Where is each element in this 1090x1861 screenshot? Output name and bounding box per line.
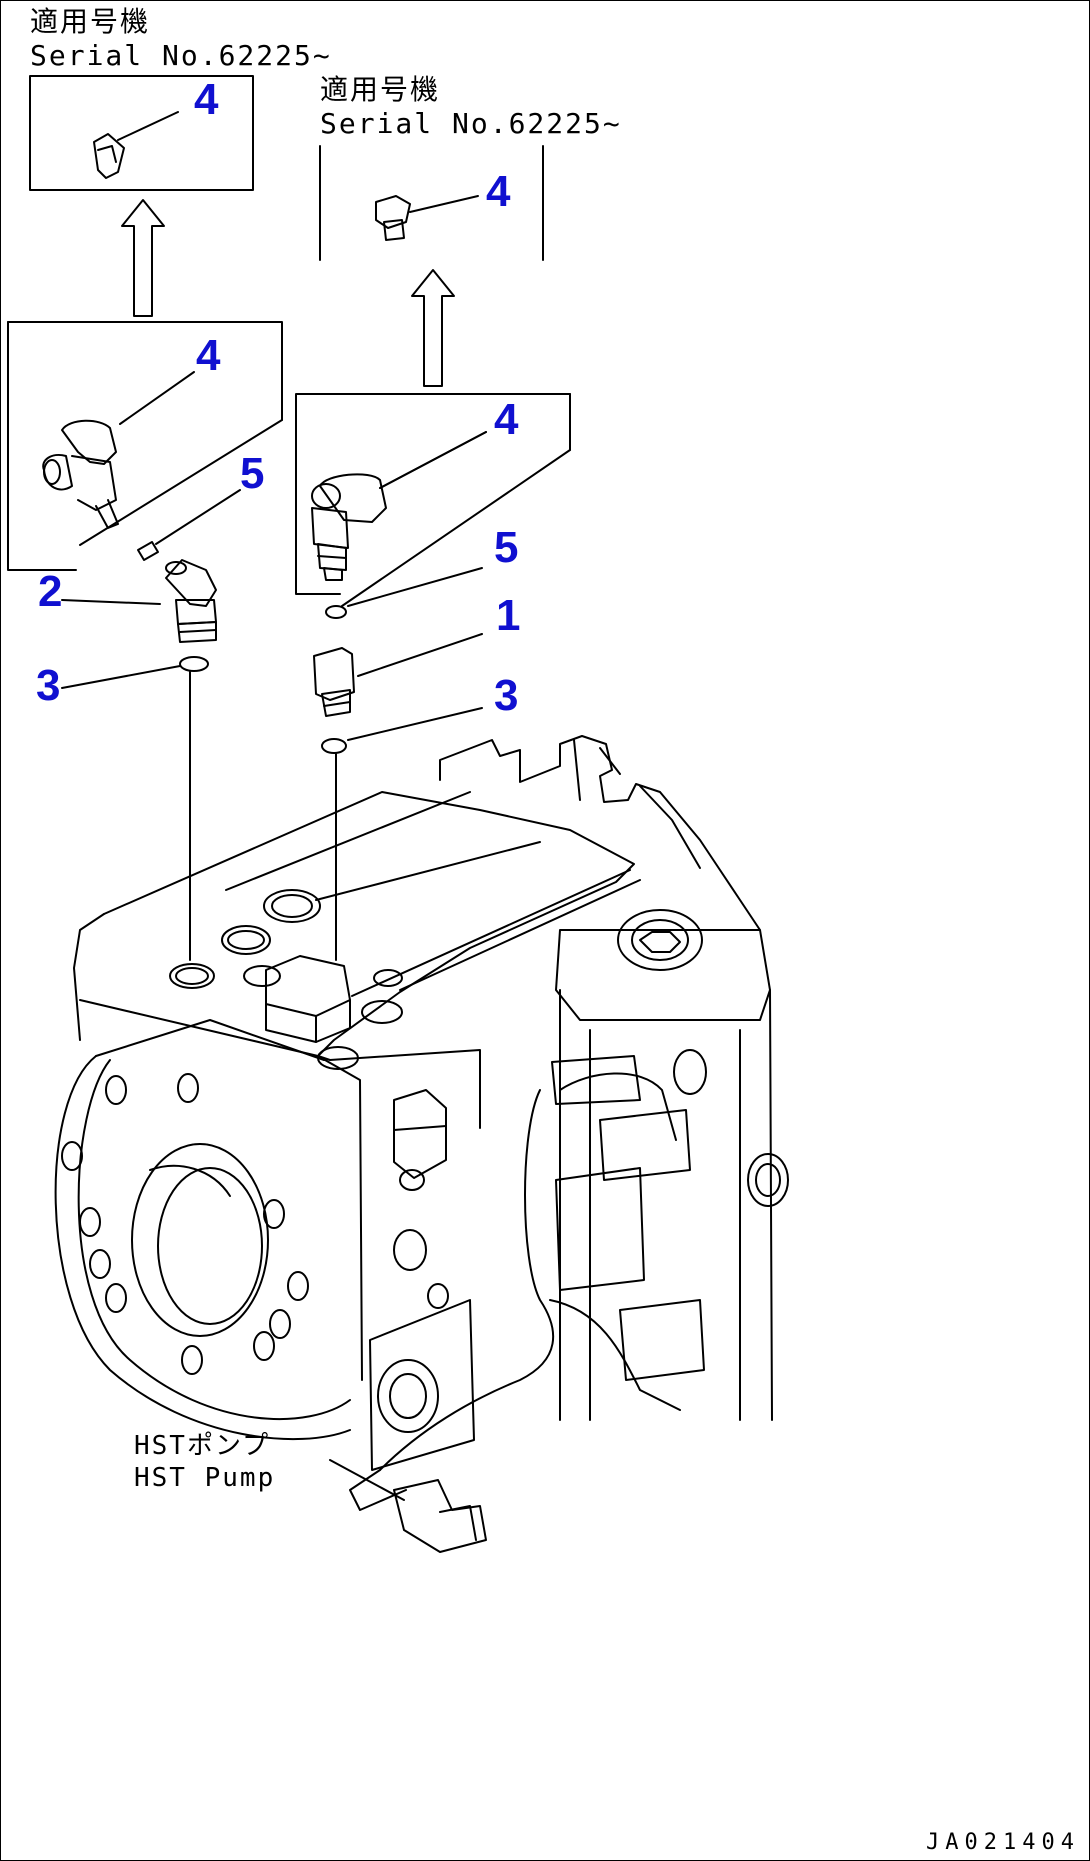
left-updated-part-box <box>30 76 253 190</box>
left-old-part-box <box>8 322 282 570</box>
callout-right-top-4: 4 <box>486 167 511 216</box>
hst-pump-body <box>56 736 788 1552</box>
pump-label-jp: HSTポンプ <box>134 1431 271 1461</box>
left-serial-note-number: Serial No.62225~ <box>30 39 332 72</box>
left-upgrade-arrow-icon <box>122 200 164 316</box>
callout-right-1: 1 <box>496 591 521 640</box>
right-updated-part-bracket <box>320 146 543 260</box>
right-old-part-box <box>296 394 570 618</box>
leader-right-4 <box>380 432 486 488</box>
callout-right-5: 5 <box>494 523 519 572</box>
part-2-elbow-fitting <box>62 560 216 642</box>
right-upgrade-arrow-icon <box>412 270 454 386</box>
callout-right-mid-4: 4 <box>494 395 519 444</box>
callout-left-2: 2 <box>38 567 63 616</box>
part-1-adapter <box>314 634 482 716</box>
pump-label-en: HST Pump <box>134 1463 276 1493</box>
callout-left-5: 5 <box>240 449 265 498</box>
drawing-code: JA021404 <box>926 1830 1080 1855</box>
right-serial-note-jp: 適用号機 <box>320 73 441 106</box>
callout-left-3: 3 <box>36 661 61 710</box>
right-serial-note-number: Serial No.62225~ <box>320 107 622 140</box>
callout-left-mid-4: 4 <box>196 331 221 380</box>
left-serial-note-jp: 適用号機 <box>30 5 151 38</box>
right-part-3-oring <box>322 708 482 960</box>
callout-left-top-4: 4 <box>194 75 219 124</box>
left-part-3-oring <box>62 657 208 960</box>
callout-right-3: 3 <box>494 671 519 720</box>
